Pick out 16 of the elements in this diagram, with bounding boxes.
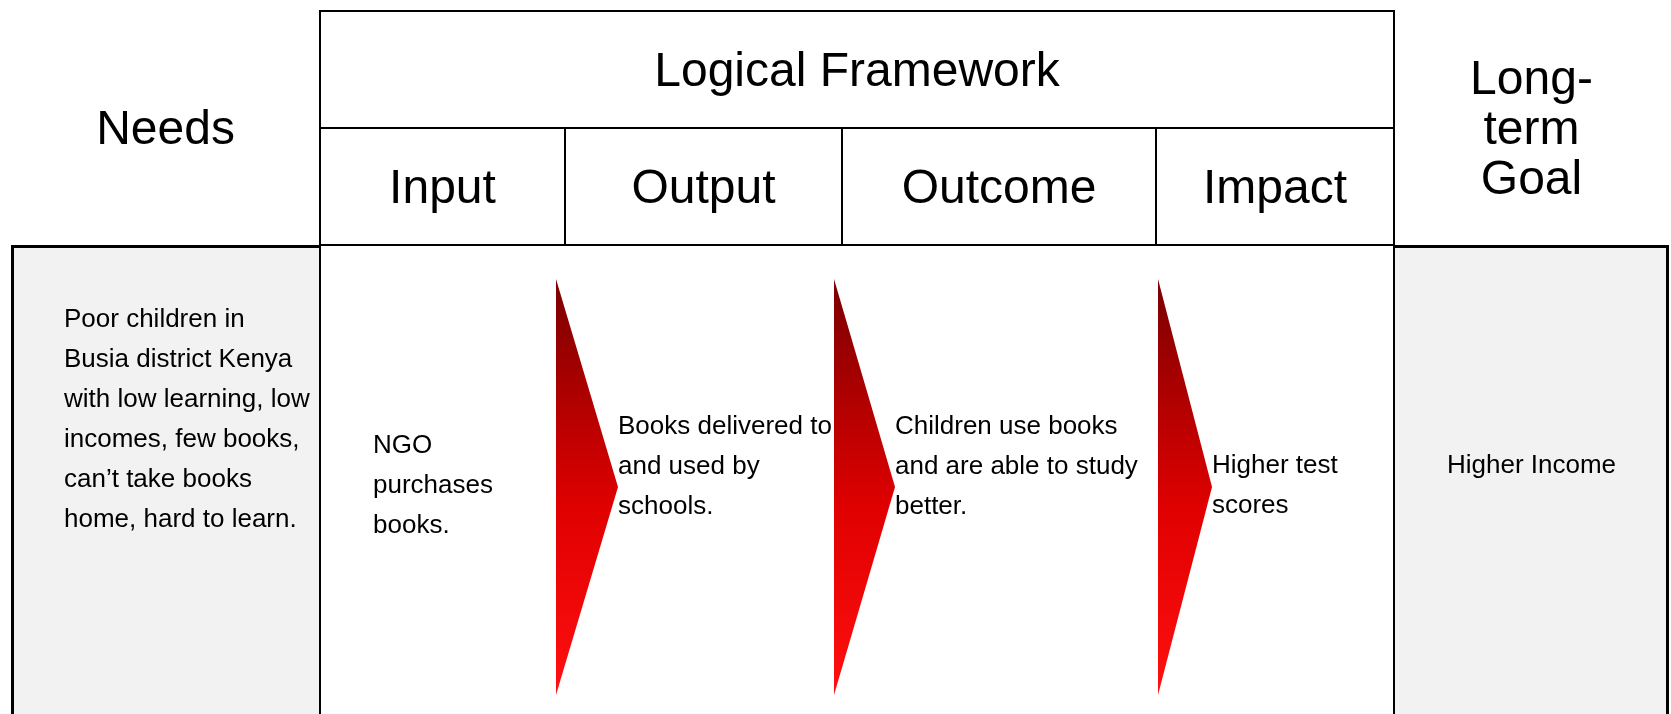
column-header: Outcome bbox=[901, 161, 1097, 212]
column-header: Needs bbox=[96, 103, 235, 153]
chevron-arrow bbox=[834, 279, 895, 695]
column-header: Input bbox=[389, 161, 496, 212]
cell-text: NGO purchases books. bbox=[373, 424, 556, 544]
column-header: Impact bbox=[1202, 161, 1347, 212]
column-header: Long-term Goal bbox=[1469, 53, 1594, 203]
chevron-arrow bbox=[1158, 279, 1212, 695]
cell-text: Poor children in Busia district Kenya with low learning, low incomes, few books, can’t take books home, hard to learn. bbox=[64, 298, 314, 538]
cell-text: Higher test scores bbox=[1212, 444, 1390, 524]
column-header: Output bbox=[631, 161, 776, 212]
cell-text: Higher Income bbox=[1447, 444, 1647, 484]
column-header: Logical Framework bbox=[654, 44, 1060, 95]
cell-text: Children use books and are able to study better. bbox=[895, 405, 1158, 525]
cell-text: Books delivered to and used by schools. bbox=[618, 405, 834, 525]
chevron-arrow bbox=[556, 279, 618, 695]
